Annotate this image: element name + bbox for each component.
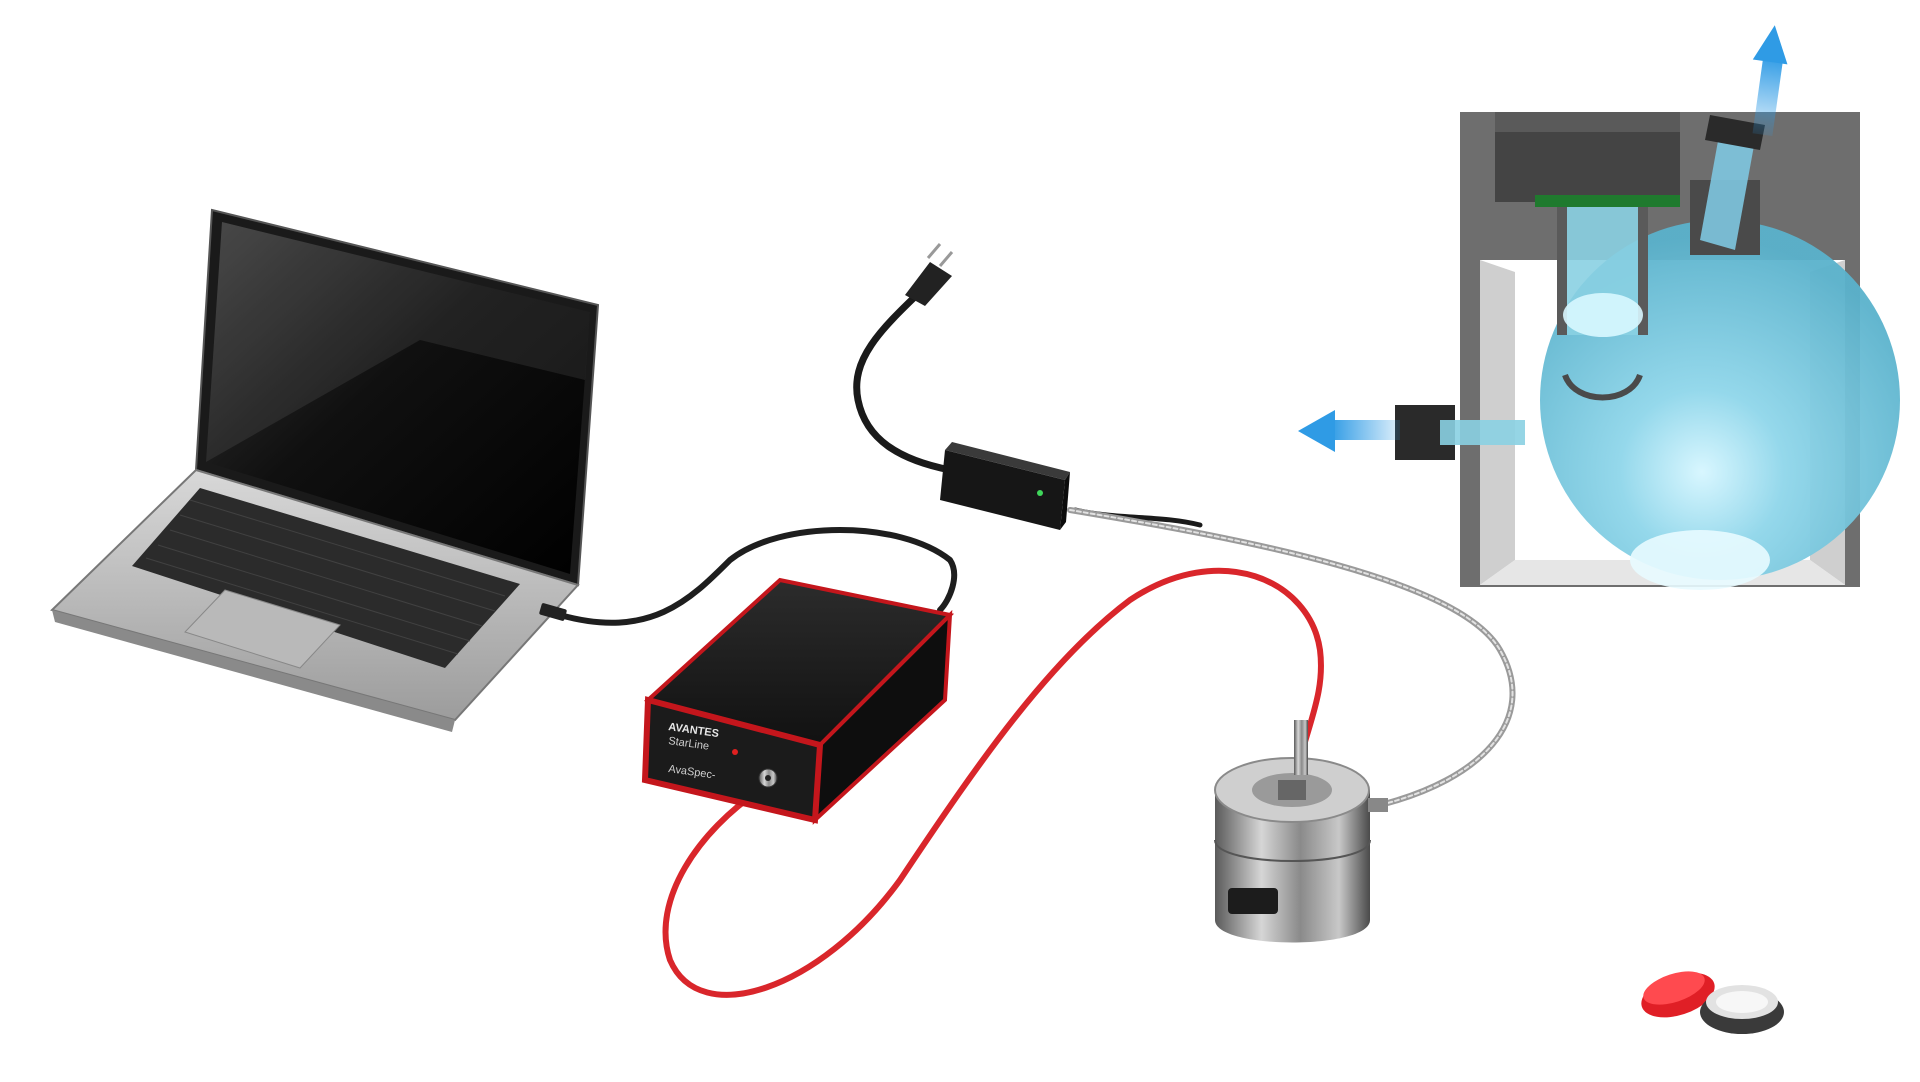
light-source-probe — [1215, 720, 1388, 943]
probe-window — [1228, 888, 1278, 914]
power-plug — [905, 244, 952, 306]
power-adapter — [940, 442, 1070, 530]
power-led — [1037, 490, 1043, 496]
power-cord — [857, 290, 950, 470]
green-filter — [1535, 195, 1680, 207]
sample-cup-with-red-lid — [1636, 964, 1784, 1034]
sphere-glow — [1630, 530, 1770, 590]
integrating-sphere-cross-section — [1298, 23, 1900, 590]
probe-side-connector — [1368, 798, 1388, 812]
spectrometer: AVANTES StarLine AvaSpec- — [645, 580, 950, 820]
status-led — [732, 749, 738, 755]
probe-fiber-connector — [1294, 720, 1308, 775]
laptop — [52, 210, 598, 732]
exit-arrow-left — [1298, 410, 1400, 452]
